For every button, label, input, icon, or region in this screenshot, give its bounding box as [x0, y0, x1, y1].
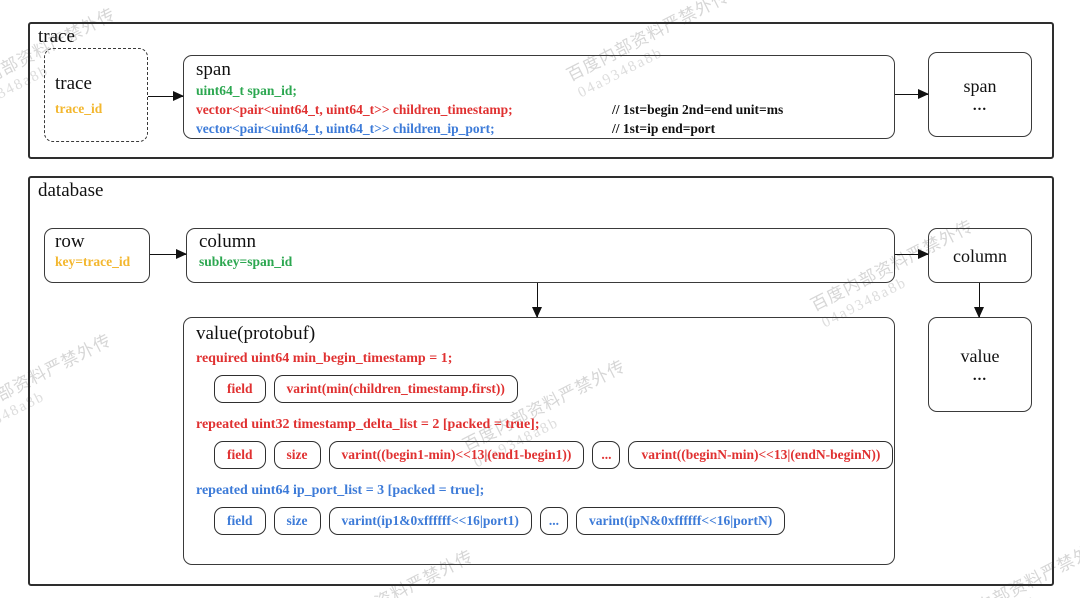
- database-section: database: [28, 176, 1054, 586]
- row-box: row key=trace_id: [44, 228, 150, 283]
- proto-decl-timestamp-delta-list: repeated uint32 timestamp_delta_list = 2…: [196, 417, 540, 432]
- trace-box: trace trace_id: [44, 48, 148, 142]
- span-field-children-ip-port: vector<pair<uint64_t, uint64_t>> childre…: [196, 119, 882, 138]
- value-next-ellipsis: ...: [972, 368, 988, 384]
- proto-decl-ip-port-list: repeated uint64 ip_port_list = 3 [packed…: [196, 483, 485, 498]
- encoding-row-ip-port-list: field size varint(ip1&0xffffff<<16|port1…: [214, 507, 882, 535]
- column-box-title: column: [199, 231, 256, 252]
- chip-field: field: [214, 375, 266, 403]
- arrow-next-column-to-next-value: [973, 283, 984, 318]
- encoding-row-min-begin-timestamp: field varint(min(children_timestamp.firs…: [214, 375, 882, 403]
- value-next-title: value: [960, 346, 1000, 366]
- children-timestamp-code: vector<pair<uint64_t, uint64_t>> childre…: [196, 102, 513, 117]
- value-box-title: value(protobuf): [196, 323, 316, 344]
- trace-box-title: trace: [55, 73, 92, 94]
- span-box: span uint64_t span_id; vector<pair<uint6…: [183, 55, 895, 139]
- row-box-title: row: [55, 231, 85, 252]
- arrow-span-to-next-span: [895, 88, 929, 99]
- children-timestamp-comment: // 1st=begin 2nd=end unit=ms: [612, 102, 784, 117]
- row-key-label: key=trace_id: [55, 254, 131, 269]
- arrow-row-to-column: [150, 248, 187, 259]
- encoding-row-timestamp-delta-list: field size varint((begin1-min)<<13|(end1…: [214, 441, 894, 469]
- span-next-box: span ...: [928, 52, 1032, 137]
- chip-varint-delta-1: varint((begin1-min)<<13|(end1-begin1)): [328, 441, 585, 469]
- children-ip-port-comment: // 1st=ip end=port: [612, 121, 716, 136]
- span-box-title: span: [196, 59, 231, 80]
- database-section-label: database: [38, 180, 104, 201]
- span-field-span-id: uint64_t span_id;: [196, 81, 882, 100]
- arrow-trace-to-span: [148, 90, 184, 101]
- proto-decl-min-begin-timestamp: required uint64 min_begin_timestamp = 1;: [196, 351, 453, 366]
- chip-field: field: [214, 441, 266, 469]
- arrow-column-to-next-column: [895, 248, 929, 259]
- trace-section-label: trace: [38, 26, 75, 47]
- chip-field: field: [214, 507, 266, 535]
- value-protobuf-box: value(protobuf) required uint64 min_begi…: [183, 317, 895, 565]
- chip-varint-min-timestamp: varint(min(children_timestamp.first)): [273, 375, 518, 403]
- column-next-box: column: [928, 228, 1032, 283]
- chip-varint-ip-port-1: varint(ip1&0xffffff<<16|port1): [328, 507, 532, 535]
- column-next-title: column: [953, 245, 1007, 266]
- column-subkey-label: subkey=span_id: [199, 254, 293, 269]
- chip-size: size: [273, 507, 321, 535]
- value-next-box: value ...: [928, 317, 1032, 412]
- span-id-code: uint64_t span_id;: [196, 83, 297, 98]
- chip-ellipsis: ...: [592, 441, 621, 469]
- trace-id-label: trace_id: [55, 101, 103, 116]
- chip-ellipsis: ...: [539, 507, 568, 535]
- chip-varint-ip-port-n: varint(ipN&0xffffff<<16|portN): [575, 507, 786, 535]
- span-next-title: span: [963, 76, 997, 96]
- span-next-ellipsis: ...: [972, 98, 988, 114]
- column-box: column subkey=span_id: [186, 228, 895, 283]
- trace-section: trace: [28, 22, 1054, 159]
- span-field-children-timestamp: vector<pair<uint64_t, uint64_t>> childre…: [196, 100, 882, 119]
- children-ip-port-code: vector<pair<uint64_t, uint64_t>> childre…: [196, 121, 495, 136]
- arrow-column-to-value: [531, 283, 542, 318]
- chip-size: size: [273, 441, 321, 469]
- chip-varint-delta-n: varint((beginN-min)<<13|(endN-beginN)): [628, 441, 894, 469]
